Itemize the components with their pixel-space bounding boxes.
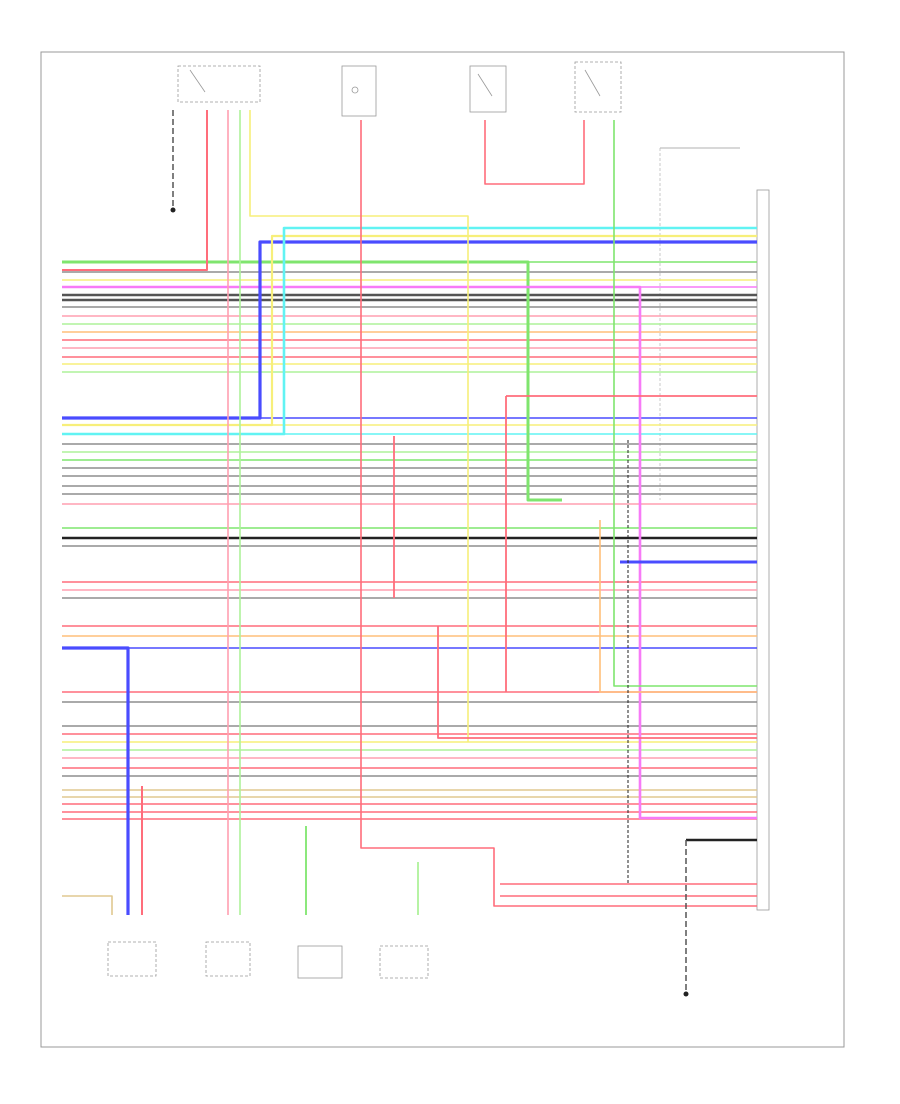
wire-blue-top	[62, 240, 757, 420]
bottom-sensor-4	[379, 945, 429, 979]
wire-mid-red-2	[437, 626, 757, 739]
ground-left	[170, 110, 176, 213]
wire-sw1-yellow	[249, 110, 469, 742]
wire-green-main	[62, 260, 562, 502]
diagram-frame	[40, 51, 845, 1048]
top-switch-3	[469, 65, 507, 113]
wire-blue-down	[62, 646, 130, 915]
wire-cyan-top	[62, 226, 757, 436]
wire-sensor1-tan	[62, 895, 113, 915]
wire-sw4-green	[613, 120, 757, 687]
bottom-sensor-2	[205, 941, 251, 977]
wire-layer	[62, 110, 757, 915]
wire-magenta-run	[62, 285, 757, 820]
wire-yellow-top	[62, 234, 757, 427]
top-switch-1	[177, 65, 261, 103]
wire-sw1-red	[62, 110, 208, 271]
top-switch-4	[574, 61, 622, 113]
bottom-sensor-3	[297, 945, 343, 979]
wire-mid-orange	[599, 520, 757, 693]
bottom-sensor-1	[107, 941, 157, 977]
wire-sw2-red	[360, 120, 757, 907]
top-switch-2	[341, 65, 377, 117]
ground-right	[683, 840, 689, 997]
wire-sw3-red	[484, 120, 585, 185]
